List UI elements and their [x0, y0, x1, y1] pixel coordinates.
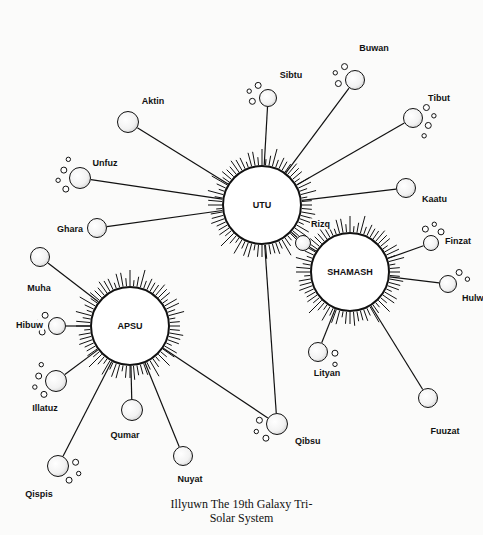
- planet-label: Rizq: [310, 219, 331, 230]
- planet-node: Qibsu: [266, 413, 288, 435]
- planet-node: Ghara: [87, 218, 107, 238]
- planet-node: Kaatu: [396, 178, 416, 198]
- moons: [456, 269, 469, 281]
- orbit-link: [322, 309, 335, 343]
- planet-node: Nuyat: [173, 446, 193, 466]
- orbit-link: [163, 348, 268, 418]
- planet-label: Tibut: [427, 93, 451, 104]
- planet-node: Hulw: [439, 275, 457, 293]
- planet-node: Sibtu: [259, 89, 277, 107]
- caption: Illyuwn The 19th Galaxy Tri-Solar System: [0, 497, 483, 525]
- orbit-link: [48, 263, 98, 302]
- planet-label: Nuyat: [176, 474, 203, 485]
- planet-label: Lityan: [313, 368, 342, 379]
- planet-label: Muha: [26, 283, 52, 294]
- orbit-link: [137, 128, 228, 184]
- planet-label: Finzat: [444, 236, 472, 247]
- planet-node: Buwan: [345, 70, 365, 90]
- planet-label: Kaatu: [421, 194, 448, 205]
- planet-label: Buwan: [358, 43, 390, 54]
- orbit-link: [65, 350, 98, 375]
- orbit-link: [388, 246, 424, 259]
- orbit-link: [107, 211, 222, 227]
- orbit-link: [302, 189, 396, 200]
- planet-node: Rizq: [295, 235, 311, 251]
- planet-label: Aktin: [141, 96, 166, 107]
- sun-node: APSU: [90, 286, 170, 366]
- moons: [422, 222, 444, 235]
- planet-label: Ghara: [56, 224, 84, 235]
- orbit-link: [264, 107, 267, 165]
- orbit-link: [130, 366, 132, 399]
- orbit-link: [390, 277, 439, 283]
- planet-node: Unfuz: [69, 167, 91, 189]
- planet-label: Sibtu: [279, 70, 304, 81]
- sun-rays: [296, 216, 404, 326]
- planet-label: Fuuzat: [430, 426, 461, 437]
- orbit-link: [66, 325, 90, 326]
- planet-node: Finzat: [423, 235, 439, 251]
- planet-node: Hibuw: [48, 317, 66, 335]
- sun-rays: [76, 270, 184, 380]
- planet-node: Fuuzat: [418, 388, 438, 408]
- sun-rays: [208, 149, 316, 259]
- planet-label: Unfuz: [92, 158, 119, 169]
- orbit-link: [265, 245, 277, 413]
- planet-label: Illatuz: [31, 403, 59, 414]
- planet-node: Qispis: [47, 455, 69, 477]
- orbit-link: [297, 123, 405, 185]
- planet-node: Tibut: [403, 108, 423, 128]
- planet-label: Qispis: [24, 489, 54, 500]
- orbit-link: [371, 306, 423, 389]
- planet-label: Hulw: [461, 293, 483, 304]
- moons: [422, 105, 436, 138]
- orbit-link: [91, 180, 223, 200]
- orbit-link: [145, 363, 179, 447]
- planet-node: Aktin: [117, 111, 139, 133]
- caption-text: Illyuwn The 19th Galaxy Tri-Solar System: [167, 497, 317, 525]
- sun-label: APSU: [117, 321, 142, 331]
- planet-node: Muha: [30, 247, 50, 267]
- sun-label: UTU: [253, 200, 272, 210]
- planet-label: Hibuw: [15, 320, 44, 331]
- sun-label: SHAMASH: [327, 267, 373, 277]
- planet-label: Qibsu: [294, 436, 322, 447]
- sun-node: SHAMASH: [310, 232, 390, 312]
- orbit-link: [63, 362, 112, 457]
- sun-node: UTU: [222, 165, 302, 245]
- moons: [332, 350, 338, 366]
- planet-node: Illatuz: [45, 370, 67, 392]
- planet-label: Qumar: [109, 430, 140, 441]
- planet-node: Qumar: [121, 399, 143, 421]
- planet-node: Lityan: [308, 342, 328, 362]
